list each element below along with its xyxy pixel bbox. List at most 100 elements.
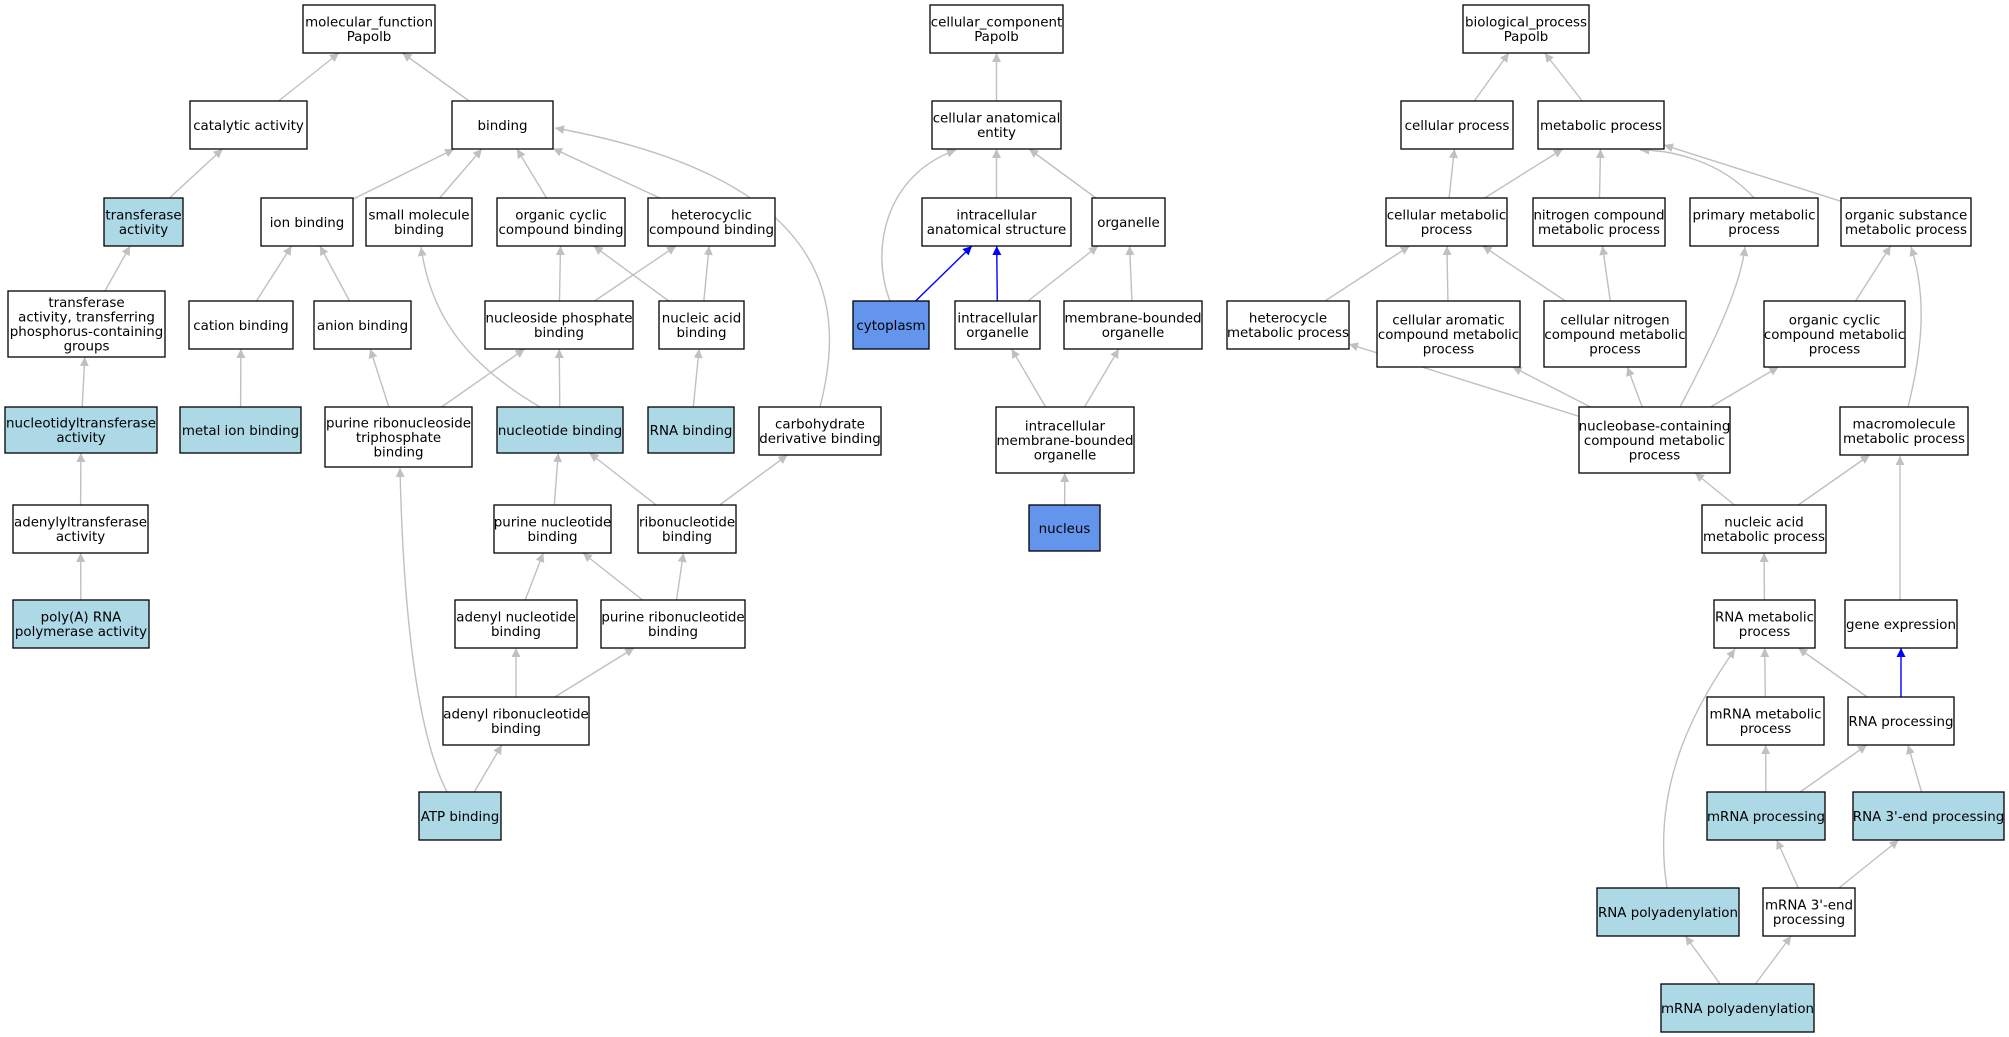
- node-box-rna3: [1852, 791, 2005, 841]
- node-box-orgcyc: [496, 197, 626, 247]
- node-label-orgcycmet-line-2: process: [1809, 342, 1860, 357]
- node-label-nucbase-line-0: nucleobase-containing: [1579, 419, 1731, 434]
- node-label-macro-line-1: metabolic process: [1843, 432, 1965, 447]
- node-box-nucleotidyl: [4, 406, 158, 454]
- edge-ribonuc-to-nucbind: [589, 452, 657, 506]
- node-box-atp: [418, 791, 502, 841]
- node-label-cellmet-line-1: process: [1421, 223, 1472, 238]
- node-box-adenylnuc: [454, 599, 578, 649]
- go-term-node-rna3: RNA 3'-end processing: [1852, 791, 2005, 841]
- node-label-purtri-line-1: triphosphate: [356, 431, 441, 446]
- node-label-primary-line-1: process: [1728, 223, 1779, 238]
- go-term-node-cytoplasm: cytoplasm: [852, 300, 930, 350]
- node-label-purribo-line-0: purine ribonucleotide: [601, 611, 744, 626]
- edge-nucphos-to-orgcyc: [555, 245, 565, 302]
- node-label-cellnitro-line-0: cellular nitrogen: [1560, 313, 1669, 328]
- node-label-ias-line-0: intracellular: [956, 209, 1037, 224]
- node-label-purtri-line-0: purine ribonucleoside: [326, 416, 471, 431]
- node-box-purribo: [600, 599, 746, 649]
- node-box-rnapolyad: [1596, 887, 1740, 937]
- go-term-node-binding: binding: [451, 100, 554, 150]
- node-label-nucphos-line-1: binding: [534, 326, 584, 341]
- node-box-nucleus: [1028, 504, 1101, 552]
- edge-binding-to-mf: [401, 52, 470, 102]
- node-label-adenylnuc-line-1: binding: [491, 625, 541, 640]
- node-box-mf: [302, 4, 436, 54]
- node-box-membbound: [1063, 300, 1203, 350]
- node-label-carbo-line-0: carbohydrate: [775, 418, 865, 433]
- node-label-nucacidb-line-1: binding: [677, 326, 727, 341]
- node-label-membbound-line-1: organelle: [1102, 326, 1165, 341]
- node-label-ias-line-1: anatomical structure: [927, 223, 1066, 238]
- node-label-rnabind-line-0: RNA binding: [650, 424, 733, 439]
- edge-nucacidmet-to-macro: [1797, 454, 1871, 506]
- node-label-imbo-line-2: organelle: [1034, 448, 1097, 463]
- edge-macro-to-orgsub: [1907, 246, 1922, 408]
- node-box-ias: [921, 197, 1072, 247]
- go-term-node-anion: anion binding: [313, 300, 412, 350]
- node-label-adenylribo-line-0: adenyl ribonucleotide: [443, 708, 588, 723]
- node-box-cation: [188, 300, 294, 350]
- node-label-cellarom-line-1: compound metabolic: [1378, 328, 1519, 343]
- node-label-cellarom-line-0: cellular aromatic: [1392, 313, 1504, 328]
- node-label-primary-line-0: primary metabolic: [1693, 209, 1816, 224]
- node-label-polya-line-0: poly(A) RNA: [41, 611, 123, 626]
- node-label-rnapolyad-line-0: RNA polyadenylation: [1598, 906, 1738, 921]
- node-label-cc-line-0: cellular_component: [931, 16, 1062, 31]
- node-label-nucphos-line-0: nucleoside phosphate: [485, 312, 632, 327]
- node-label-rna3-line-0: RNA 3'-end processing: [1853, 810, 2004, 825]
- node-label-nucleotidyl-line-1: activity: [56, 431, 105, 446]
- edge-mrnaproc-to-rnaproc: [1799, 744, 1868, 793]
- node-box-anion: [313, 300, 412, 350]
- node-box-geneexp: [1844, 599, 1958, 649]
- node-box-bp: [1462, 4, 1590, 54]
- node-box-cc: [929, 4, 1064, 54]
- node-label-orgsub-line-0: organic substance: [1845, 209, 1967, 224]
- node-label-nucacidb-line-0: nucleic acid: [662, 312, 741, 327]
- edge-nitro-to-metproc: [1595, 148, 1605, 199]
- edge-purtri-to-anion: [368, 348, 390, 408]
- edge-metproc-to-bp: [1544, 52, 1583, 102]
- node-label-nitro-line-1: metabolic process: [1538, 223, 1660, 238]
- node-box-hetmet: [1226, 300, 1350, 350]
- node-label-purnuc-line-0: purine nucleotide: [494, 516, 611, 531]
- edge-nucbase-to-cellnitro: [1626, 366, 1643, 408]
- edge-rnaproc-to-rnamet: [1797, 647, 1868, 698]
- node-label-binding-line-0: binding: [478, 119, 528, 134]
- node-label-mrna3-line-1: processing: [1773, 913, 1845, 928]
- node-box-catalytic: [189, 100, 308, 150]
- node-box-orgcycmet: [1763, 300, 1906, 368]
- node-label-polya-line-1: polymerase activity: [15, 625, 147, 640]
- node-label-adenylyl-line-0: adenylyltransferase: [14, 516, 147, 531]
- edge-purribo-to-purnuc: [582, 552, 643, 601]
- node-box-purtri: [324, 406, 473, 468]
- edge-purribo-to-ribonuc: [675, 552, 687, 601]
- node-label-nucbind-line-0: nucleotide binding: [498, 424, 622, 439]
- edge-nucphos-to-hetcyc: [594, 245, 677, 302]
- node-box-cellmet: [1385, 197, 1508, 247]
- edge-mrna3-to-rna3: [1838, 839, 1900, 889]
- node-label-orgcyc-line-1: compound binding: [499, 223, 624, 238]
- node-box-polya: [12, 599, 150, 649]
- node-label-hetmet-line-1: metabolic process: [1227, 326, 1349, 341]
- edge-orgcycmet-to-orgsub: [1854, 245, 1892, 302]
- go-term-node-mrnapolyad: mRNA polyadenylation: [1660, 983, 1815, 1033]
- go-term-node-organelle: organelle: [1091, 197, 1166, 247]
- edge-purtri-to-nucphos: [441, 348, 526, 408]
- go-term-node-rnapolyad: RNA polyadenylation: [1596, 887, 1740, 937]
- node-box-purnuc: [493, 504, 612, 554]
- node-box-mrna3: [1762, 887, 1856, 937]
- node-box-metproc: [1537, 100, 1665, 150]
- node-box-imbo: [995, 406, 1135, 474]
